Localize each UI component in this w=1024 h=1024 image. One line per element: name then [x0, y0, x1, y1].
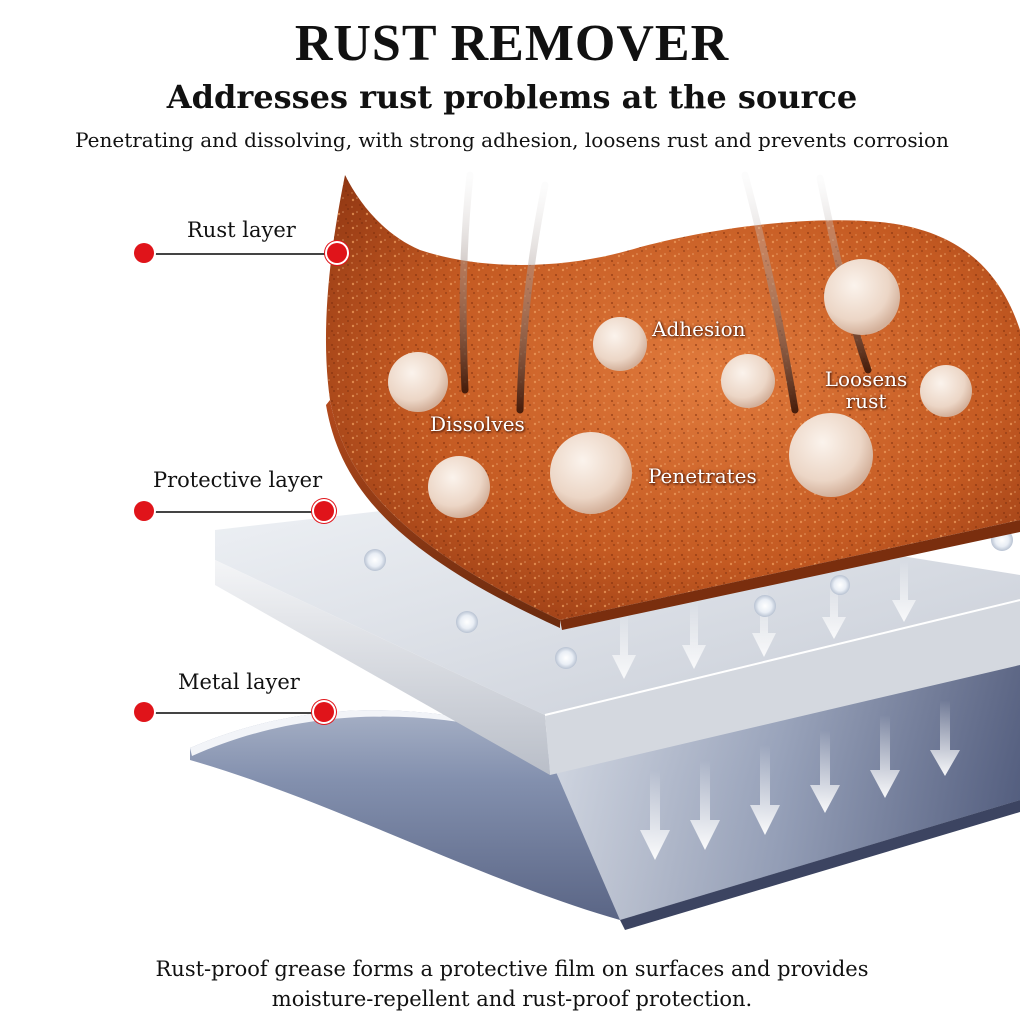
marker-metal-end	[314, 702, 334, 722]
callout-loosens-line2: rust	[845, 389, 887, 413]
page-title: RUST REMOVER	[294, 15, 730, 72]
leader-metal-layer	[145, 712, 325, 714]
marker-metal-start	[134, 702, 154, 722]
callout-penetrates: Penetrates	[648, 464, 757, 488]
label-rust-layer: Rust layer	[187, 218, 296, 242]
penetration-arrows-metal	[640, 700, 960, 860]
callout-loosens-line1: Loosens	[824, 367, 908, 391]
footer-line-2: moisture-repellent and rust-proof protec…	[271, 987, 753, 1011]
label-metal-layer: Metal layer	[178, 670, 300, 694]
page-tagline: Penetrating and dissolving, with strong …	[75, 128, 949, 152]
marker-rust-start	[134, 243, 154, 263]
label-protective-layer: Protective layer	[153, 468, 323, 492]
callout-loosens-rust: Loosens rust	[818, 368, 914, 412]
leader-rust-layer	[145, 253, 337, 255]
leader-protective-layer	[145, 511, 325, 513]
callout-dissolves: Dissolves	[430, 412, 525, 436]
marker-protective-end	[314, 501, 334, 521]
page-subtitle: Addresses rust problems at the source	[166, 78, 858, 116]
penetration-arrows-protective	[612, 560, 916, 679]
marker-protective-start	[134, 501, 154, 521]
marker-rust-end	[327, 243, 347, 263]
footer-line-1: Rust-proof grease forms a protective fil…	[155, 957, 869, 981]
footer-description: Rust-proof grease forms a protective fil…	[90, 954, 934, 1014]
rust-particles	[388, 259, 972, 518]
callout-adhesion: Adhesion	[652, 317, 746, 341]
